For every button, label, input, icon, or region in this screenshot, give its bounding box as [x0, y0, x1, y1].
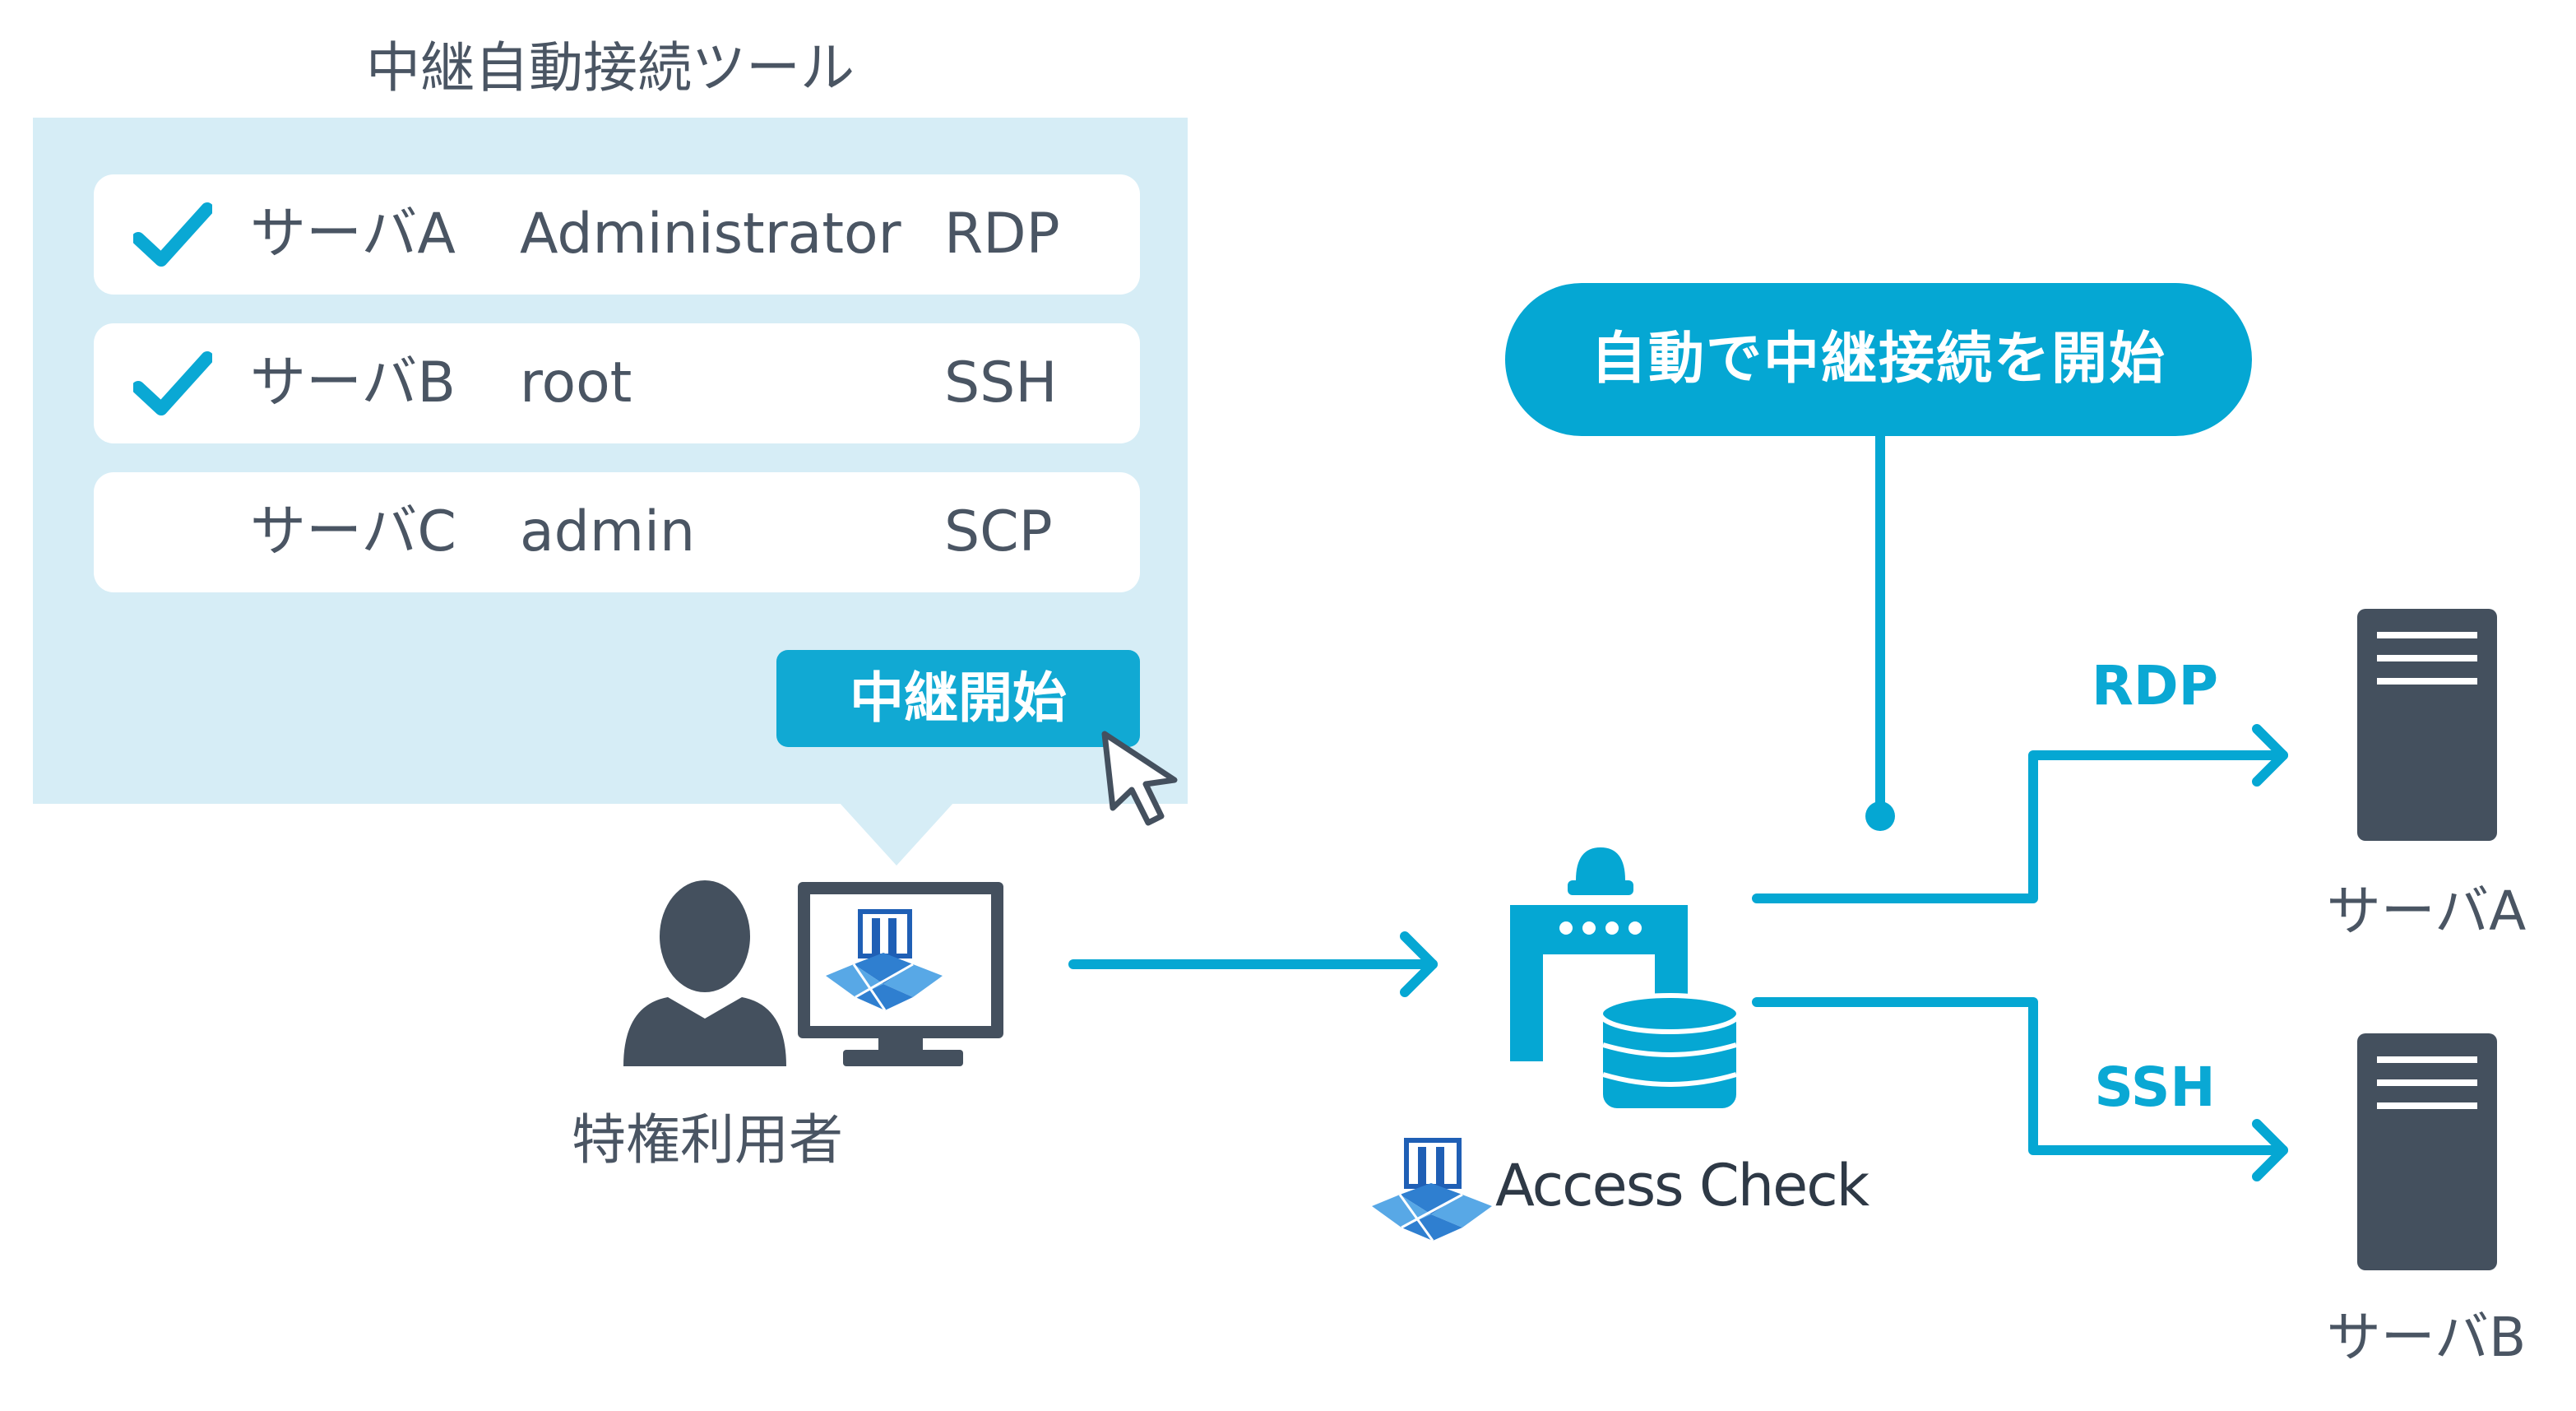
row-user: admin	[520, 499, 696, 564]
row-server: サーバA	[250, 202, 456, 267]
row-server: サーバC	[250, 499, 456, 564]
mouse-cursor-icon	[1101, 731, 1178, 826]
row-server: サーバB	[250, 350, 456, 415]
gateway-brand-label: Access Check	[1495, 1152, 1869, 1219]
start-relay-button[interactable]: 中継開始	[776, 650, 1140, 747]
access-check-logo-icon	[1372, 1138, 1492, 1242]
row-protocol: RDP	[944, 202, 1060, 267]
server-row-a[interactable]: サーバA Administrator RDP	[94, 174, 1140, 295]
row-protocol: SSH	[944, 350, 1058, 415]
protocol-label-ssh: SSH	[2094, 1056, 2216, 1119]
tool-title: 中継自動接続ツール	[366, 36, 855, 100]
server-a-label: サーバA	[2326, 880, 2527, 943]
person-icon	[623, 880, 786, 1066]
protocol-label-rdp: RDP	[2092, 654, 2218, 717]
monitor-icon	[798, 882, 1003, 1066]
gateway-icon	[1510, 847, 1741, 1113]
checkmark-icon[interactable]	[133, 351, 212, 417]
checkmark-icon[interactable]	[133, 202, 212, 268]
connector-dot	[1865, 801, 1895, 831]
server-b-icon	[2357, 1033, 2497, 1270]
route-ssh	[1752, 997, 2288, 1181]
privileged-user-label: 特権利用者	[572, 1108, 843, 1172]
server-row-b[interactable]: サーバB root SSH	[94, 323, 1140, 443]
row-user: root	[520, 350, 632, 415]
auto-connect-label: 自動で中継接続を開始	[1505, 283, 2252, 436]
row-protocol: SCP	[944, 499, 1053, 564]
server-b-label: サーバB	[2326, 1306, 2527, 1369]
server-a-icon	[2357, 609, 2497, 841]
server-row-c[interactable]: サーバC admin SCP	[94, 472, 1140, 592]
flow-arrow	[1068, 931, 1438, 997]
route-rdp	[1752, 724, 2288, 903]
row-user: Administrator	[520, 202, 901, 267]
bubble-tail	[839, 802, 954, 866]
